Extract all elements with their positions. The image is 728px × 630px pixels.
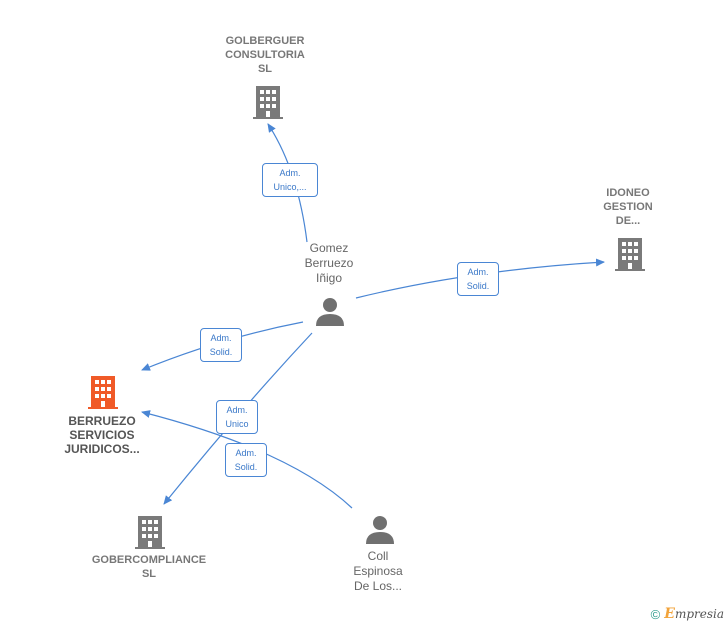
building-icon[interactable] <box>614 236 646 272</box>
node-label-line: Berruezo <box>304 256 354 270</box>
edge-label-gomez-gobercompliance[interactable]: Adm. Unico <box>216 400 258 434</box>
copyright-icon: © <box>650 606 661 622</box>
node-label-line: IDONEO <box>606 187 650 199</box>
building-icon[interactable] <box>134 514 166 550</box>
node-label-line: CONSULTORIA <box>225 49 305 61</box>
edge-label-line: Solid. <box>209 347 233 357</box>
edge-label-line: Solid. <box>234 462 258 472</box>
footer-brand[interactable]: © Empresia <box>651 606 724 622</box>
edge-label-gomez-berruezo[interactable]: Adm. Solid. <box>200 328 242 362</box>
node-label-line: GOBERCOMPLIANCE <box>91 554 207 566</box>
edge-coll-berruezo <box>141 410 353 509</box>
building-icon[interactable] <box>252 84 284 120</box>
brand-initial: E <box>664 606 675 622</box>
edge-label-coll-berruezo[interactable]: Adm. Solid. <box>225 443 267 477</box>
node-label-line: GOLBERGUER <box>225 35 305 47</box>
node-label-line: Iñigo <box>315 271 343 285</box>
building-icon[interactable] <box>87 374 119 410</box>
edge-label-gomez-idoneo[interactable]: Adm. Solid. <box>457 262 499 296</box>
edge-label-line: Adm. <box>210 333 232 343</box>
edge-label-line: Adm. <box>226 405 248 415</box>
node-label-line: SL <box>141 568 157 580</box>
node-label-line: JURIDICOS... <box>64 442 140 456</box>
edge-label-line: Unico <box>225 419 249 429</box>
node-label-line: Espinosa <box>353 564 403 578</box>
node-label-line: Gomez <box>309 241 349 255</box>
node-label-idoneo[interactable]: IDONEO GESTION DE... <box>590 186 666 228</box>
node-label-line: BERRUEZO <box>68 414 136 428</box>
edge-label-gomez-golberguer[interactable]: Adm. Unico,... <box>262 163 318 197</box>
brand-name: mpresia <box>674 607 724 621</box>
node-label-golberguer[interactable]: GOLBERGUER CONSULTORIA SL <box>214 34 316 76</box>
node-label-coll[interactable]: Coll Espinosa De Los... <box>340 549 416 594</box>
node-label-line: GESTION <box>603 201 653 213</box>
person-icon[interactable] <box>315 296 345 326</box>
node-label-gobercompliance[interactable]: GOBERCOMPLIANCE SL <box>82 553 216 581</box>
node-label-gomez[interactable]: Gomez Berruezo Iñigo <box>294 241 364 286</box>
node-label-berruezo[interactable]: BERRUEZO SERVICIOS JURIDICOS... <box>50 414 154 456</box>
edge-label-line: Unico,... <box>273 182 307 192</box>
node-label-line: DE... <box>615 215 641 227</box>
node-label-line: De Los... <box>353 579 403 593</box>
edge-label-line: Adm. <box>235 448 257 458</box>
person-icon[interactable] <box>365 514 395 544</box>
node-label-line: SL <box>257 63 273 75</box>
edge-label-line: Adm. <box>467 267 489 277</box>
node-label-line: Coll <box>367 549 389 563</box>
node-label-line: SERVICIOS <box>69 428 135 442</box>
brand-logo: Empresia <box>664 606 724 622</box>
edge-label-line: Solid. <box>466 281 490 291</box>
edge-label-line: Adm. <box>279 168 301 178</box>
